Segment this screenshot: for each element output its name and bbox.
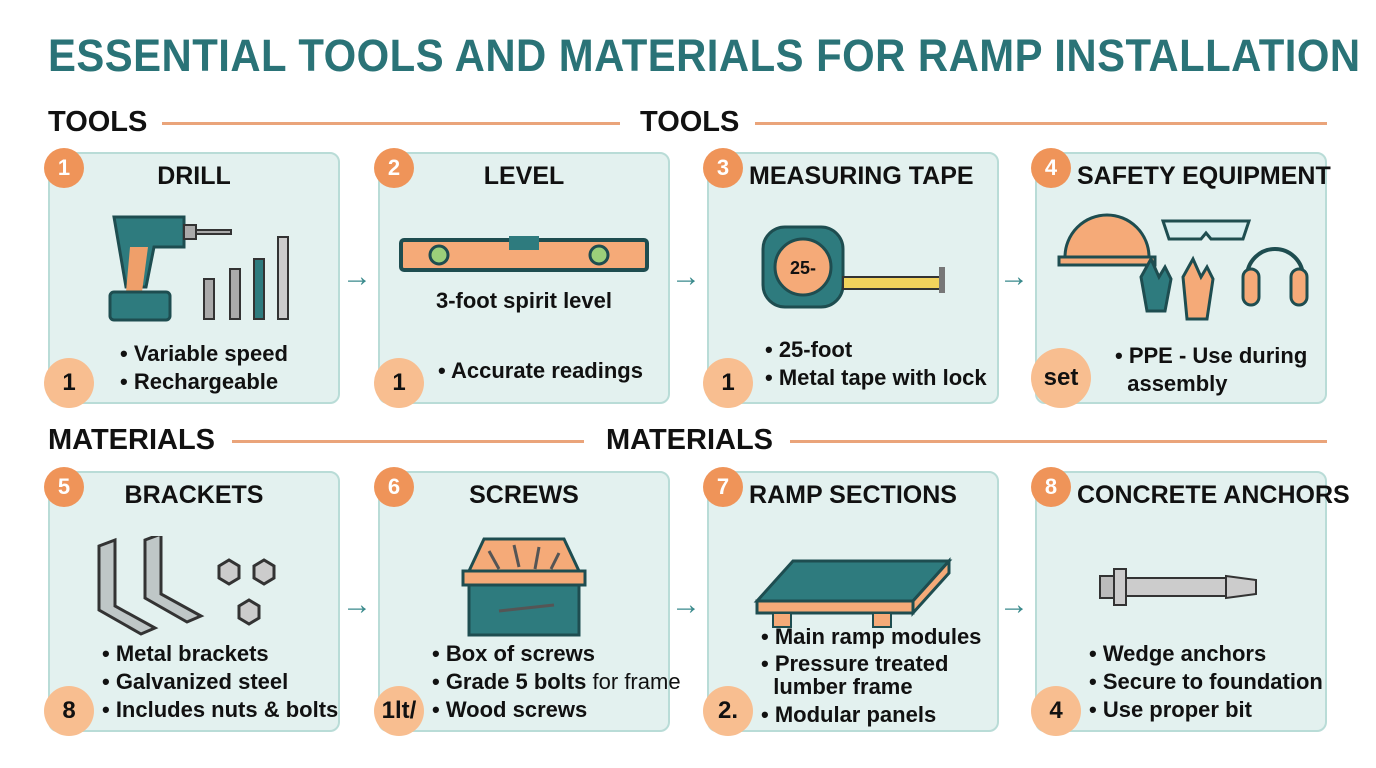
screw-box-icon (380, 521, 668, 651)
card-subtitle: 3-foot spirit level (435, 288, 613, 313)
page-title: ESSENTIAL TOOLS AND MATERIALS FOR RAMP I… (48, 30, 1361, 81)
bullet: • Pressure treated (761, 651, 949, 676)
card-ramp-sections: 7 RAMP SECTIONS 2. • Main ramp modules •… (703, 467, 999, 736)
section-header-tools: TOOLS (48, 106, 148, 138)
divider (232, 440, 584, 443)
card-title: MEASURING TAPE (749, 162, 974, 190)
quantity-badge: 1 (703, 358, 753, 408)
arrow-right-icon: → (999, 588, 1029, 621)
bullet: lumber frame (761, 674, 913, 699)
divider (755, 122, 1327, 125)
card-title: BRACKETS (124, 481, 264, 509)
bullet: • 25-foot (765, 337, 853, 362)
card-title: SAFETY EQUIPMENT (1077, 162, 1331, 190)
bullet: • Accurate readings (438, 358, 643, 383)
card-level: 2 LEVEL 3-foot spirit level 1 • Accurate… (374, 148, 670, 408)
brackets-icon (50, 521, 338, 651)
spirit-level-icon (380, 224, 668, 284)
section-header-materials: MATERIALS (606, 424, 774, 456)
bullet: • Box of screws (432, 641, 595, 666)
arrow-right-icon: → (671, 260, 701, 293)
bullet: • Galvanized steel (102, 669, 289, 694)
arrow-right-icon: → (999, 260, 1029, 293)
arrow-right-icon: → (671, 588, 701, 621)
quantity-badge: set (1031, 348, 1091, 408)
tape-label: 25- (790, 258, 816, 278)
step-badge: 2 (374, 148, 414, 188)
ramp-section-icon (709, 521, 997, 651)
card-drill: 1 DRILL 1 • Variable speed • Rechargeabl… (44, 148, 340, 408)
bullet-suffix: for frame (586, 669, 681, 694)
card-title: SCREWS (469, 481, 579, 509)
card-measuring-tape: 3 MEASURING TAPE 25- 1 • 25-foot • Metal… (703, 148, 999, 408)
card-screws: 6 SCREWS 1lt/ • Box of screws • Grade 5 … (374, 467, 681, 736)
bullet: • Modular panels (761, 702, 937, 727)
bullet: • Wedge anchors (1089, 641, 1267, 666)
quantity-badge: 8 (44, 686, 94, 736)
card-title: RAMP SECTIONS (749, 481, 957, 509)
measuring-tape-icon: 25- (709, 202, 997, 332)
quantity-badge: 4 (1031, 686, 1081, 736)
quantity-badge: 1 (44, 358, 94, 408)
arrow-right-icon: → (342, 588, 372, 621)
quantity-badge: 2. (703, 686, 753, 736)
bullet: • Variable speed (120, 341, 288, 366)
card-title: DRILL (157, 162, 231, 190)
drill-icon (50, 202, 338, 332)
card-title: CONCRETE ANCHORS (1077, 481, 1350, 509)
bullet: • Grade 5 bolts for frame (432, 668, 681, 696)
step-badge: 7 (703, 467, 743, 507)
step-badge: 6 (374, 467, 414, 507)
bullet: • PPE - Use during (1115, 343, 1308, 368)
bullet: • Metal brackets (102, 641, 269, 666)
bullet: • Wood screws (432, 697, 588, 722)
step-badge: 5 (44, 467, 84, 507)
card-concrete-anchors: 8 CONCRETE ANCHORS 4 • Wedge anchors • S… (1031, 467, 1350, 736)
safety-gear-icon (1037, 202, 1325, 332)
section-header-tools: TOOLS (640, 106, 740, 138)
bullet: • Includes nuts & bolts (102, 697, 339, 722)
bullet: assembly (1115, 371, 1228, 396)
anchor-bolt-icon (1037, 521, 1325, 651)
section-header-materials: MATERIALS (48, 424, 216, 456)
card-safety-equipment: 4 SAFETY EQUIPMENT set • PPE - Use durin… (1031, 148, 1331, 408)
step-badge: 1 (44, 148, 84, 188)
quantity-badge: 1 (374, 358, 424, 408)
card-title: LEVEL (483, 162, 565, 190)
step-badge: 8 (1031, 467, 1071, 507)
bullet: • Main ramp modules (761, 624, 982, 649)
quantity-badge: 1lt/ (374, 686, 424, 736)
bullet: • Secure to foundation (1089, 669, 1323, 694)
bullet: • Use proper bit (1089, 697, 1252, 722)
bullet: • Rechargeable (120, 369, 279, 394)
card-brackets: 5 BRACKETS 8 • Metal brackets • Galvaniz… (44, 467, 340, 736)
arrow-right-icon: → (342, 260, 372, 293)
divider (162, 122, 620, 125)
step-badge: 4 (1031, 148, 1071, 188)
bullet: • Metal tape with lock (765, 365, 987, 390)
divider (790, 440, 1327, 443)
step-badge: 3 (703, 148, 743, 188)
bullet-text: • Grade 5 bolts (432, 669, 587, 694)
